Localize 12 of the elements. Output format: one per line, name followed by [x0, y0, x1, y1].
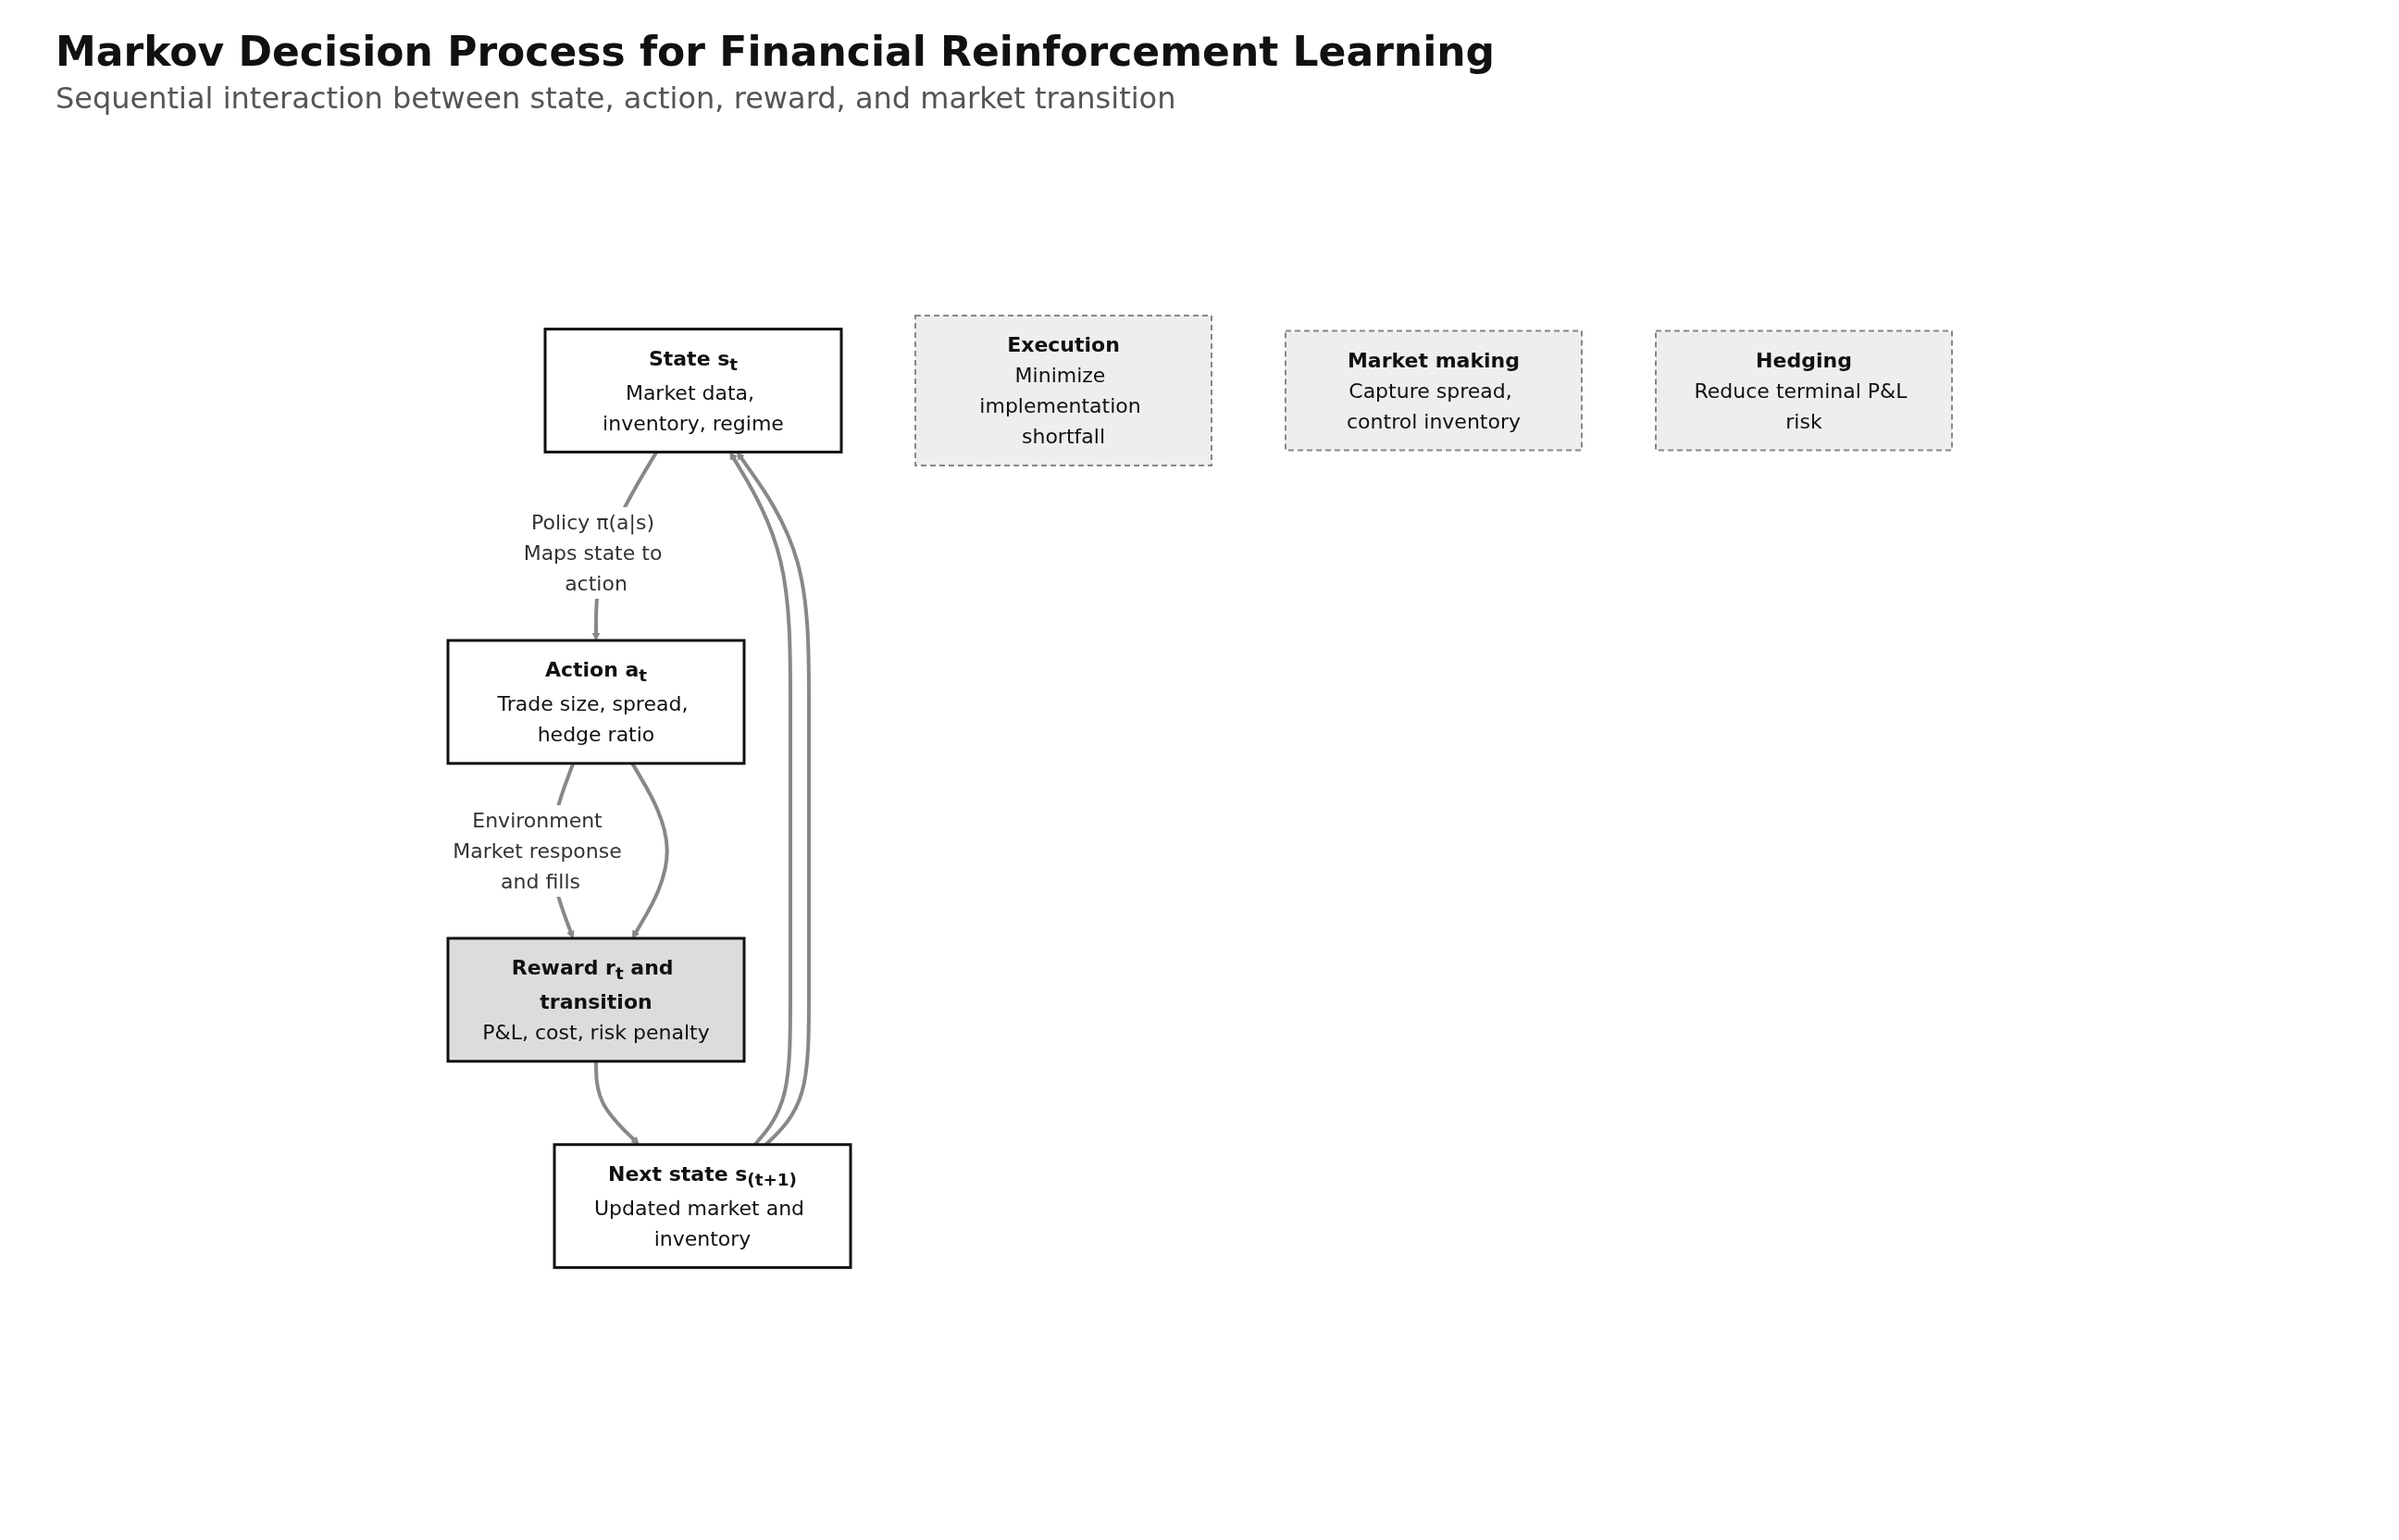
edge-label: Environment Market response and fills — [452, 808, 622, 893]
arrow — [593, 1061, 640, 1145]
node-box: Reward r$_{t}$ and transition P&L, cost, risk penalty — [446, 937, 745, 1062]
subtitle: Sequential interaction between state, action, reward, and market transition — [56, 81, 1177, 116]
edge-label: Policy π(a|s) Maps state to action — [523, 510, 662, 595]
title: Markov Decision Process for Financial Reinforcement Learning — [56, 28, 1497, 75]
node-box: Hedging Reduce terminal P&L risk — [1654, 329, 1953, 452]
node-box: State s$_{t}$ Market data, inventory, regime — [543, 327, 842, 453]
node-box: Market making Capture spread, control inventory — [1284, 329, 1583, 452]
node-box: Action a$_{t}$ Trade size, spread, hedge ratio — [446, 639, 745, 765]
node-box: Next state s$_{(t+1)}$ Updated market and inventory — [553, 1142, 851, 1269]
node-box: Execution Minimize implementation shortfall — [914, 314, 1212, 466]
